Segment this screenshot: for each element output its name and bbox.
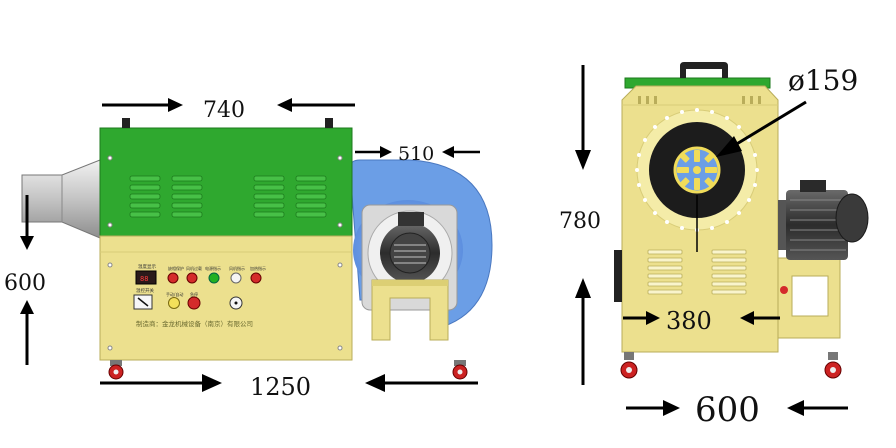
dim-label-380: 380 — [666, 307, 712, 335]
indicator-light-red-3 — [250, 272, 262, 284]
dim-label-159: ø159 — [788, 64, 858, 97]
svg-text:88: 88 — [140, 275, 148, 283]
intake-duct — [21, 159, 101, 239]
dimension-780: 780 — [559, 65, 601, 385]
dimension-740: 740 — [102, 98, 355, 123]
dimension-159: ø159 — [696, 64, 858, 252]
stop-label: 急停 — [190, 291, 198, 297]
side-motor — [777, 180, 869, 339]
carry-handle — [680, 62, 728, 78]
emergency-stop-button[interactable] — [187, 296, 201, 310]
dimension-1250: 1250 — [100, 373, 478, 401]
dim-label-740: 740 — [203, 98, 245, 123]
manual-label: 手动/自动 — [166, 291, 183, 297]
dimension-510: 510 — [355, 143, 480, 165]
dim-label-780: 780 — [559, 209, 601, 234]
company-text: 制造商：金龙机械设备（南京）有限公司 — [136, 319, 253, 328]
indicator-light-white — [230, 272, 242, 284]
dim-label-600-right: 600 — [695, 390, 760, 430]
caster-wheels-front — [620, 352, 842, 379]
manual-auto-switch[interactable] — [168, 297, 180, 309]
dim-label-1250: 1250 — [250, 373, 311, 401]
front-louvers — [647, 249, 747, 295]
fan-volute — [349, 159, 493, 341]
display-label: 温度显示 — [138, 263, 156, 270]
temperature-display — [135, 270, 157, 285]
light-label-1: 缺相保护 — [168, 265, 184, 271]
caster-wheels-left — [108, 360, 468, 380]
light-label-2: 风机过载 — [186, 265, 202, 271]
light-label-3: 电源指示 — [205, 265, 221, 271]
dim-label-510: 510 — [398, 143, 434, 165]
knob-label: 温控开关 — [136, 287, 154, 294]
vent-louvers — [129, 175, 327, 218]
dimension-380: 380 — [623, 307, 780, 335]
heating-element — [677, 150, 717, 190]
perforation-ring — [635, 108, 759, 232]
indicator-light-red-1 — [167, 272, 179, 284]
light-label-5: 加热指示 — [250, 265, 266, 271]
front-view: ø159 780 380 600 — [559, 62, 869, 430]
dim-label-600-left: 600 — [4, 271, 46, 296]
indicator-light-green — [208, 272, 220, 284]
dimension-600-vertical: 600 — [4, 195, 46, 365]
light-label-4: 风机指示 — [229, 265, 245, 271]
left-side-view: 温度显示 88 缺相保护 风机过载 电源指示 风机指示 加热指示 温控开关 手动… — [4, 98, 493, 401]
indicator-light-red-2 — [186, 272, 198, 284]
control-panel: 温度显示 88 缺相保护 风机过载 电源指示 风机指示 加热指示 温控开关 手动… — [133, 263, 266, 328]
dimension-600-horizontal: 600 — [626, 390, 848, 430]
